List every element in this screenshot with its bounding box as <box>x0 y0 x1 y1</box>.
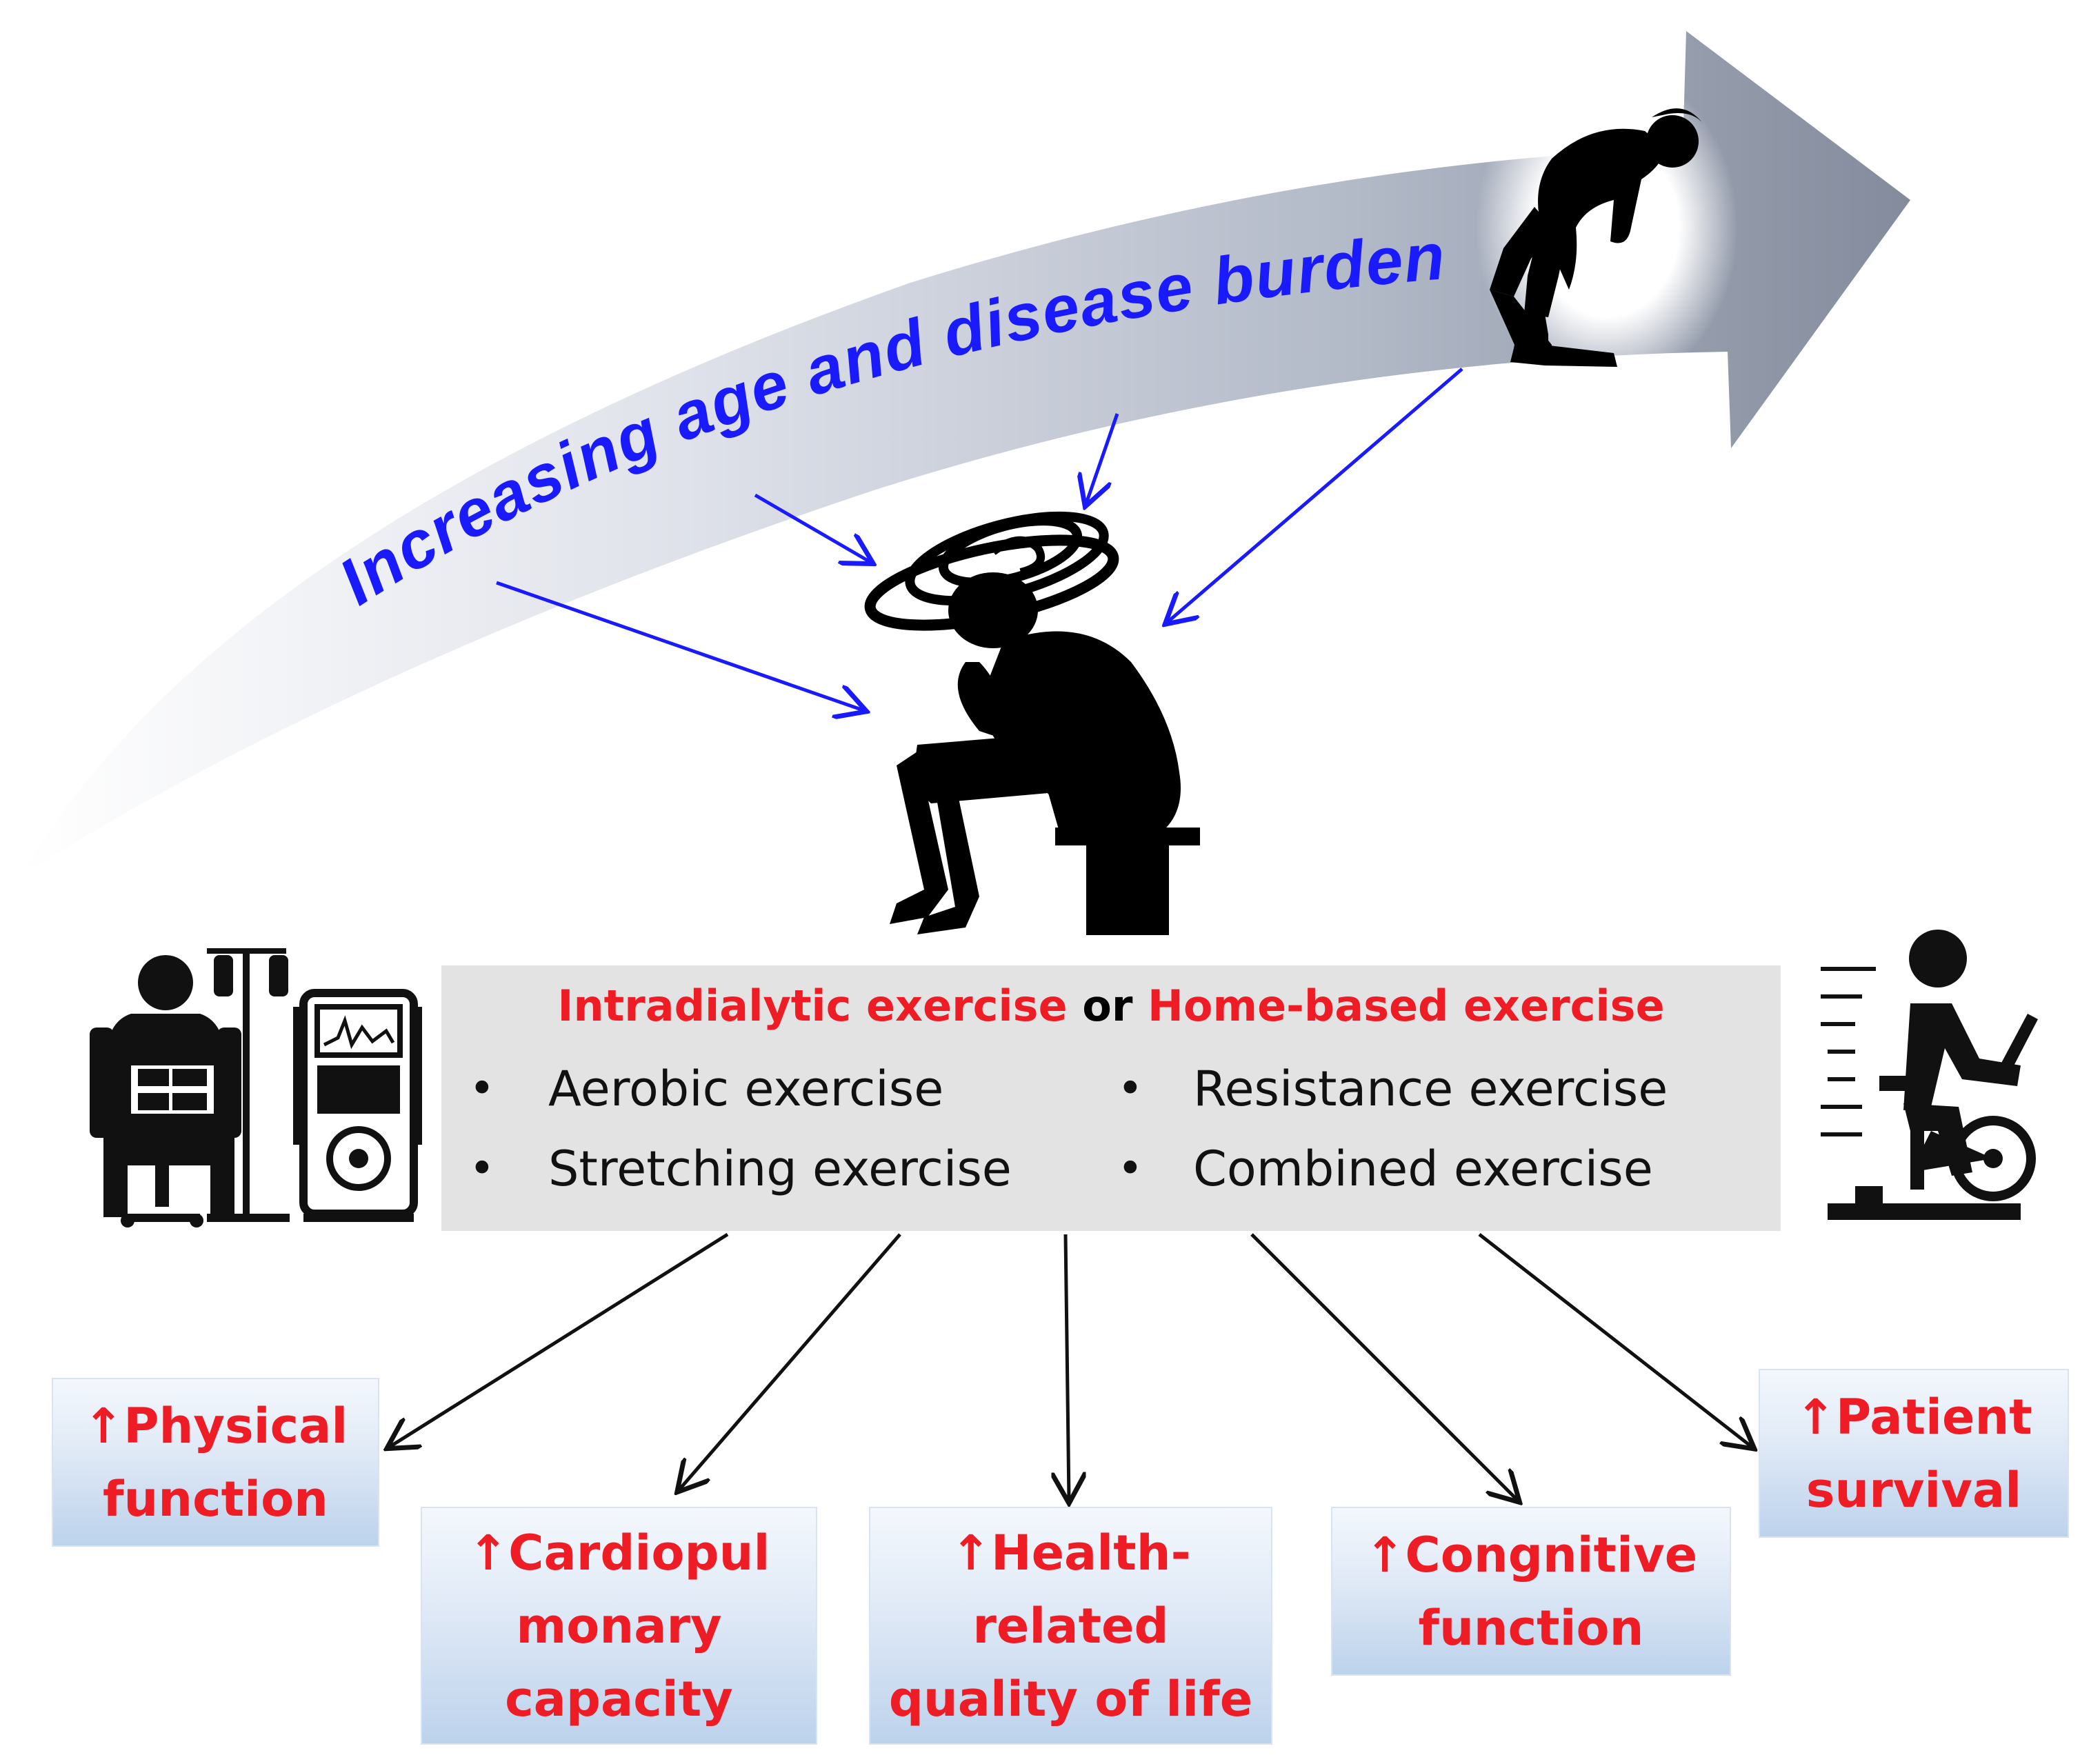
outcome-label: ↑Congnitive function <box>1364 1526 1698 1656</box>
outcome-arrow-3 <box>1066 1234 1069 1500</box>
influence-arrow-1 <box>496 581 863 710</box>
outcome-arrow-2 <box>679 1233 901 1490</box>
exercise-item-aerobic: Aerobic exercise <box>548 1061 944 1117</box>
outcome-label: ↑Physical function <box>83 1397 348 1527</box>
outcome-cognitive-function: ↑Congnitive function <box>1331 1507 1731 1676</box>
exercise-item-combined: Combined exercise <box>1193 1141 1653 1197</box>
influence-arrow-4 <box>1168 368 1463 622</box>
influence-arrow-3 <box>1086 413 1119 503</box>
outcome-patient-survival: ↑Patient survival <box>1759 1369 2069 1538</box>
sitting-distressed-person-icon <box>864 511 1200 935</box>
age-disease-arrow <box>21 31 1910 876</box>
outcome-label: ↑Patient survival <box>1795 1388 2032 1519</box>
bullet: • <box>1117 1143 1143 1194</box>
outcome-label: ↑Health- related quality of life <box>888 1524 1253 1727</box>
outcome-health-related-qol: ↑Health- related quality of life <box>869 1507 1272 1745</box>
bullet: • <box>469 1063 495 1114</box>
dialysis-machine-icon <box>293 989 422 1222</box>
outcome-label: ↑Cardiopul monary capacity <box>468 1524 770 1727</box>
exercise-item-resistance: Resistance exercise <box>1193 1061 1668 1117</box>
exercise-bike-rider-icon <box>1821 930 2038 1220</box>
intradialytic-label: Intradialytic exercise <box>557 981 1068 1031</box>
exercise-types-box: Intradialytic exercise or Home-based exe… <box>441 965 1781 1231</box>
exercise-heading: Intradialytic exercise or Home-based exe… <box>441 981 1781 1031</box>
outcome-cardiopulmonary-capacity: ↑Cardiopul monary capacity <box>421 1507 817 1745</box>
outcome-arrow-4 <box>1250 1233 1517 1500</box>
sick-walking-person-icon <box>1490 108 1703 367</box>
dialysis-patient-icon <box>90 948 290 1227</box>
outcome-arrow-1 <box>390 1232 729 1447</box>
home-based-label: Home-based exercise <box>1147 981 1665 1031</box>
exercise-item-stretching: Stretching exercise <box>548 1141 1012 1197</box>
influence-arrow-2 <box>754 493 870 562</box>
outcome-arrow-5 <box>1478 1233 1752 1447</box>
outcome-physical-function: ↑Physical function <box>52 1378 379 1547</box>
bullet: • <box>469 1143 495 1194</box>
bullet: • <box>1117 1063 1143 1114</box>
or-connector: or <box>1082 981 1148 1031</box>
